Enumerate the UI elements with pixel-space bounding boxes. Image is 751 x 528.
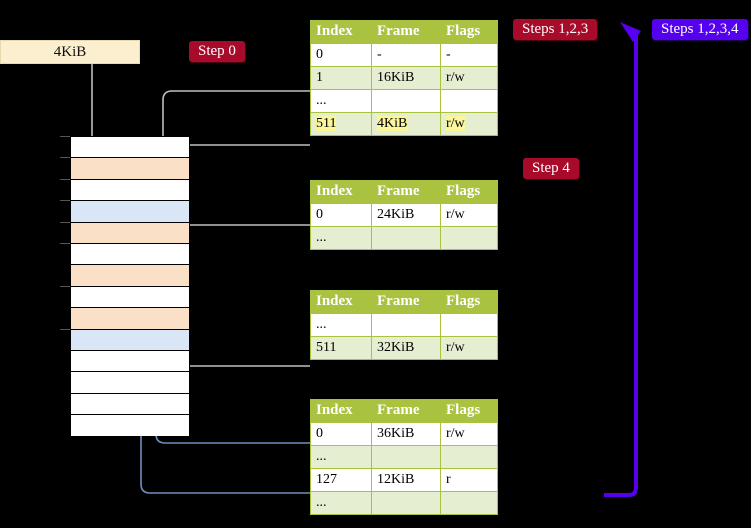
memory-frame-cell <box>71 286 189 309</box>
cell-frame: 24KiB <box>371 203 441 227</box>
wire-t2r511-to-memory <box>180 316 310 367</box>
cell-frame <box>371 445 441 469</box>
table-row: ... <box>310 491 498 515</box>
cell-index: 511 <box>310 112 372 136</box>
column-header-flags: Flags <box>440 180 498 204</box>
cell-frame <box>371 89 441 113</box>
cell-index: 0 <box>310 203 372 227</box>
memory-frame-cell <box>71 137 189 159</box>
column-header-index: Index <box>310 20 372 44</box>
cell-flags: r/w <box>440 422 498 446</box>
cell-frame: 4KiB <box>371 112 441 136</box>
cell-index: ... <box>310 226 372 250</box>
step-label-steps1234: Steps 1,2,3,4 <box>652 19 748 40</box>
cell-index: ... <box>310 89 372 113</box>
cell-index: 1 <box>310 66 372 90</box>
memory-frame-cell <box>71 222 189 244</box>
wire-t1r0-to-memory <box>180 224 310 248</box>
step-label-steps123: Steps 1,2,3 <box>513 19 598 40</box>
cell-flags <box>440 226 498 250</box>
memory-frame-cell <box>71 201 189 223</box>
table-row: ... <box>310 445 498 469</box>
cell-index: ... <box>310 313 372 337</box>
column-header-frame: Frame <box>371 399 441 423</box>
memory-frame-cell <box>71 372 189 394</box>
mem-tick <box>60 200 72 201</box>
cell-index: 511 <box>310 336 372 360</box>
column-header-index: Index <box>310 180 372 204</box>
mem-tick <box>60 286 72 287</box>
memory-frame-cell <box>71 243 189 266</box>
memory-frame-cell <box>71 179 189 202</box>
step-label-step0: Step 0 <box>189 41 245 62</box>
memory-frame-cell <box>71 415 189 437</box>
memory-frame-cell <box>71 308 189 330</box>
cell-frame <box>371 313 441 337</box>
wire-t3r127-to-memory <box>140 226 310 494</box>
mem-tick <box>60 157 72 158</box>
wire-steps1234-arrowhead <box>620 22 641 42</box>
mem-tick <box>60 222 72 223</box>
mem-tick <box>60 329 72 330</box>
memory-frame-cell <box>71 393 189 416</box>
cell-frame <box>371 226 441 250</box>
physical-memory-column <box>70 136 190 437</box>
mem-tick <box>60 136 72 137</box>
table-row: ... <box>310 226 498 250</box>
cell-flags <box>440 313 498 337</box>
cell-frame: 16KiB <box>371 66 441 90</box>
cell-index: 0 <box>310 43 372 67</box>
cell-index: 0 <box>310 422 372 446</box>
cell-flags: r/w <box>440 112 498 136</box>
memory-frame-cell <box>71 329 189 351</box>
table-row: ... <box>310 89 498 113</box>
cell-flags <box>440 89 498 113</box>
column-header-frame: Frame <box>371 290 441 314</box>
cell-frame: - <box>371 43 441 67</box>
cell-flags: r <box>440 468 498 492</box>
cell-frame: 12KiB <box>371 468 441 492</box>
memory-frame-cell <box>71 265 189 287</box>
column-header-frame: Frame <box>371 20 441 44</box>
cell-flags <box>440 491 498 515</box>
column-header-index: Index <box>310 290 372 314</box>
cell-flags: r/w <box>440 336 498 360</box>
cell-index: 127 <box>310 468 372 492</box>
column-header-frame: Frame <box>371 180 441 204</box>
cell-flags: - <box>440 43 498 67</box>
memory-frame-cell <box>71 350 189 373</box>
cell-frame <box>371 491 441 515</box>
mem-tick <box>60 179 72 180</box>
wire-t0r511-to-memory <box>180 144 310 158</box>
wire-t0r1-to-memory <box>162 90 310 245</box>
cell-frame: 36KiB <box>371 422 441 446</box>
cell-frame: 32KiB <box>371 336 441 360</box>
column-header-index: Index <box>310 399 372 423</box>
cell-flags <box>440 445 498 469</box>
memory-frame-cell <box>71 158 189 180</box>
cell-index: ... <box>310 491 372 515</box>
column-header-flags: Flags <box>440 290 498 314</box>
cell-flags: r/w <box>440 66 498 90</box>
size-label-4kib: 4KiB <box>0 40 140 64</box>
cell-index: ... <box>310 445 372 469</box>
wire-steps1234-bracket <box>604 35 638 497</box>
column-header-flags: Flags <box>440 399 498 423</box>
table-row: 0-- <box>310 43 498 67</box>
cell-flags: r/w <box>440 203 498 227</box>
step-label-step4: Step 4 <box>523 158 579 179</box>
mem-tick <box>60 243 72 244</box>
column-header-flags: Flags <box>440 20 498 44</box>
table-row: ... <box>310 313 498 337</box>
